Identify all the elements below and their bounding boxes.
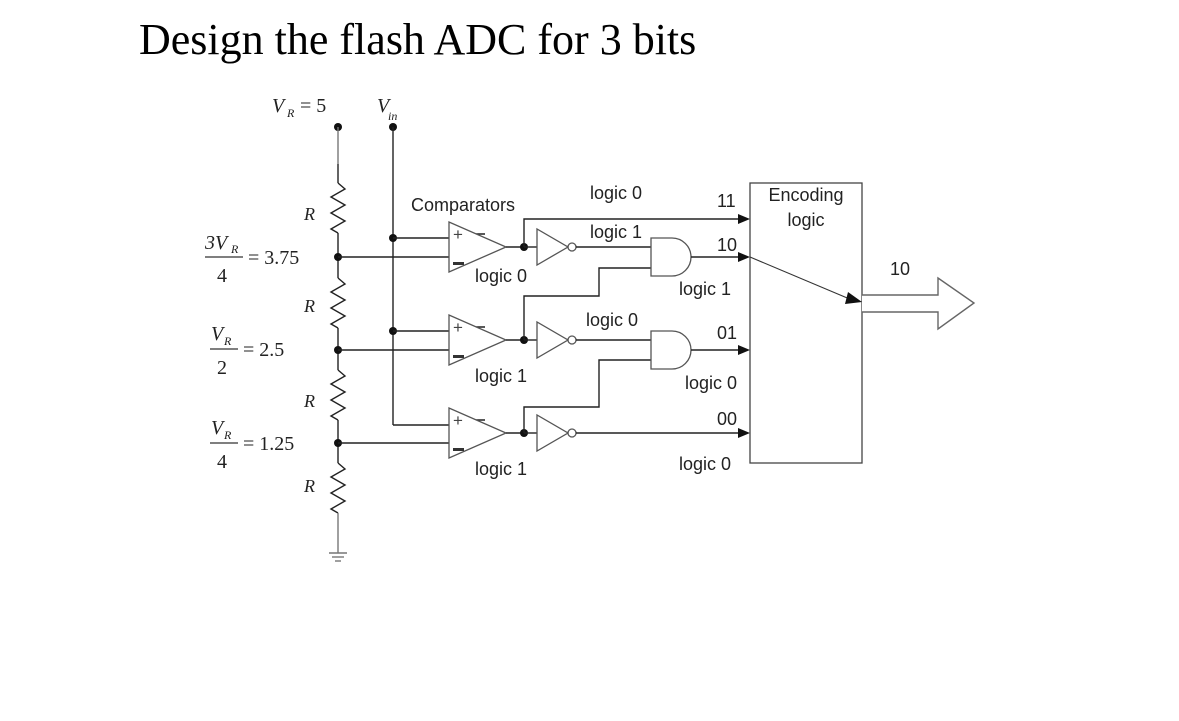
inverter-2-output-label: logic 0: [586, 310, 638, 330]
code-label-11: 11: [717, 191, 736, 211]
inverter-stage: [520, 227, 577, 453]
inverter-2: [536, 320, 577, 360]
resistor-4: [329, 462, 347, 514]
plus-sign: +: [453, 318, 463, 337]
wire: [523, 359, 651, 433]
plus-sign: +: [453, 411, 463, 430]
comparator-3-output-label: logic 1: [475, 459, 527, 479]
code-11-line: [523, 218, 742, 247]
code-label-01: 01: [717, 323, 737, 343]
bottom-line-label: logic 0: [679, 454, 731, 474]
inverter-1-output-label: logic 1: [590, 222, 642, 242]
minus-sign: [453, 448, 464, 451]
comparator-2: +: [448, 314, 524, 366]
tap-numerator: V: [211, 323, 226, 345]
wire: [523, 267, 651, 340]
resistor-label: R: [303, 204, 315, 224]
resistor-label: R: [303, 476, 315, 496]
comparator-3: +: [448, 407, 524, 459]
vr-label: V R = 5: [272, 95, 326, 120]
encoder-label-line1: Encoding: [768, 185, 843, 205]
encoder-label-line2: logic: [787, 210, 824, 230]
top-line-label: logic 0: [590, 183, 642, 203]
vr-symbol: V: [272, 95, 287, 117]
resistor-label: R: [303, 296, 315, 316]
and-gate-1-output-label: logic 1: [679, 279, 731, 299]
inverter-1: [536, 227, 577, 267]
tap-numerator-sub: R: [223, 428, 232, 442]
code-label-10: 10: [717, 235, 737, 255]
and-gate-1: [650, 237, 750, 277]
resistor-2: [329, 277, 347, 329]
tap-value: = 3.75: [248, 247, 299, 269]
tap-value: = 2.5: [243, 339, 284, 361]
resistor-ladder: [329, 123, 347, 562]
resistor-label: R: [303, 391, 315, 411]
arrowhead-icon: [738, 428, 750, 438]
arrowhead-icon: [738, 345, 750, 355]
minus-sign: [453, 262, 464, 265]
output-code-label: 10: [890, 259, 910, 279]
encoding-arrow: [749, 256, 853, 301]
vin-bus: [389, 123, 397, 425]
comparators-heading: Comparators: [411, 195, 515, 215]
minus-sign: [453, 355, 464, 358]
arrowhead-icon: [845, 292, 862, 304]
encoding-logic-block: Encoding logic: [749, 182, 863, 464]
arrowhead-icon: [738, 214, 750, 224]
comparator-2-output-label: logic 1: [475, 366, 527, 386]
tap-value: = 1.25: [243, 433, 294, 455]
tap-denominator: 2: [217, 357, 227, 379]
tap-denominator: 4: [217, 451, 227, 473]
tap-label-3-4: 3V R 4 = 3.75: [204, 232, 299, 287]
and-gate-2-output-label: logic 0: [685, 373, 737, 393]
plus-sign: +: [453, 225, 463, 244]
vr-subscript: R: [286, 106, 295, 120]
code-label-00: 00: [717, 409, 737, 429]
tap-numerator: V: [211, 417, 226, 439]
vin-symbol: V: [377, 95, 392, 117]
arrowhead-icon: [738, 252, 750, 262]
vr-value: = 5: [300, 95, 326, 117]
comparator-1-output-label: logic 0: [475, 266, 527, 286]
tap-denominator: 4: [217, 265, 227, 287]
inverter-3: [536, 413, 577, 453]
tap-numerator-sub: R: [230, 242, 239, 256]
output-bus-arrow: [862, 276, 976, 331]
tap-label-1-4: V R 4 = 1.25: [210, 417, 294, 473]
vin-label: V in: [377, 95, 397, 123]
tap-label-1-2: V R 2 = 2.5: [210, 323, 284, 379]
resistor-3: [329, 369, 347, 421]
comparator-1: +: [448, 221, 524, 273]
ground-icon: [329, 552, 347, 562]
and-gate-2: [650, 330, 750, 370]
tap-numerator: 3V: [204, 232, 230, 254]
vin-subscript: in: [388, 109, 397, 123]
page-title: Design the flash ADC for 3 bits: [139, 15, 697, 64]
tap-numerator-sub: R: [223, 334, 232, 348]
resistor-1: [329, 182, 347, 234]
